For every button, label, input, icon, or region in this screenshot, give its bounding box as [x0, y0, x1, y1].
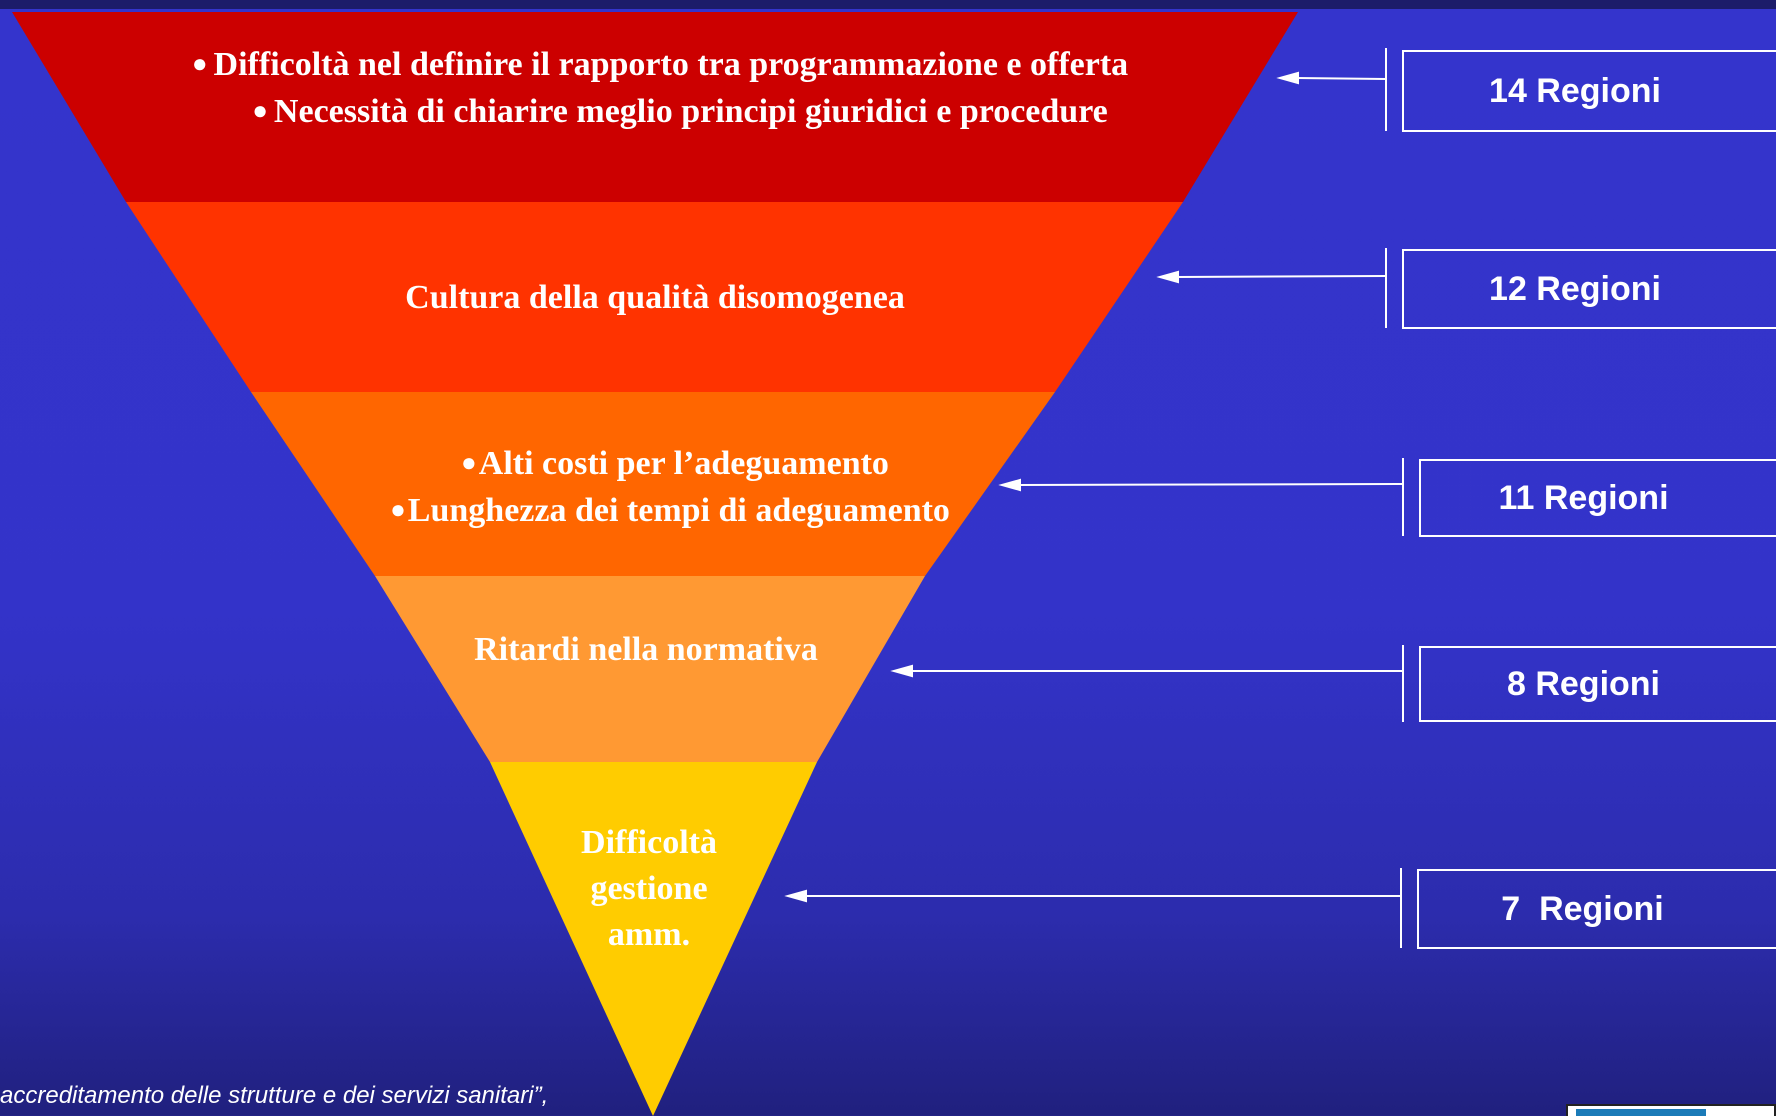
- region-count-label: 12 Regioni: [1489, 269, 1661, 308]
- region-count-11: 11 Regioni: [1419, 459, 1776, 537]
- pyramid-layer-2: [126, 202, 1183, 392]
- pyramid-layer-4: [375, 576, 925, 762]
- layer-5-line-3: amm.: [607, 916, 691, 953]
- arrowhead-2: [1156, 270, 1179, 284]
- region-count-label: 8 Regioni: [1506, 664, 1661, 703]
- layer-2-text: Cultura della qualità disomogenea: [255, 275, 1055, 321]
- pyramid-layer-1: [12, 12, 1298, 202]
- bullet-icon: ●: [191, 49, 208, 78]
- arrowhead-1: [1276, 71, 1299, 85]
- region-count-8: 8 Regioni: [1419, 646, 1776, 722]
- connector-line-3: [1017, 483, 1404, 486]
- layer-5-line-1: Difficoltà: [581, 824, 717, 861]
- layer-4-line-1: Ritardi nella normativa: [474, 631, 818, 668]
- connector-line-1: [1295, 77, 1387, 80]
- layer-2-line-1: Cultura della qualità disomogenea: [405, 279, 905, 316]
- arrowhead-3: [998, 478, 1021, 492]
- layer-1-line-1: ●Difficoltà nel definire il rapporto tra…: [120, 41, 1200, 88]
- bullet-icon: ●: [390, 495, 406, 524]
- region-count-label: 7 Regioni: [1501, 889, 1664, 928]
- arrowhead-4: [890, 664, 913, 678]
- layer-3-line-1: ●Alti costi per l’adeguamento: [330, 440, 1010, 487]
- organization-logo: [1566, 1104, 1776, 1116]
- bullet-icon: ●: [252, 96, 268, 125]
- logo-mark: [1576, 1109, 1706, 1116]
- layer-1-text: ●Difficoltà nel definire il rapporto tra…: [120, 41, 1200, 135]
- layer-1-line-2-text: Necessità di chiarire meglio principi gi…: [273, 93, 1108, 130]
- source-citation: accreditamento delle strutture e dei ser…: [0, 1080, 548, 1112]
- connector-line-2: [1175, 275, 1387, 278]
- layer-5-text: Difficoltà gestione amm.: [549, 820, 749, 958]
- pyramid-layer-5: [490, 762, 817, 1116]
- layer-3-line-2: ●Lunghezza dei tempi di adeguamento: [330, 487, 1010, 534]
- region-count-7: 7 Regioni: [1417, 869, 1776, 949]
- source-citation-line-1: accreditamento delle strutture e dei ser…: [0, 1082, 549, 1109]
- top-border-bar: [0, 0, 1776, 9]
- bullet-icon: ●: [461, 448, 477, 477]
- layer-3-line-2-text: Lunghezza dei tempi di adeguamento: [407, 492, 950, 529]
- region-count-label: 11 Regioni: [1498, 478, 1669, 517]
- layer-1-line-2: ●Necessità di chiarire meglio principi g…: [120, 88, 1200, 135]
- region-count-14: 14 Regioni: [1402, 50, 1776, 132]
- layer-3-line-1-text: Alti costi per l’adeguamento: [478, 445, 889, 482]
- pyramid-layer-3: [251, 392, 1055, 576]
- region-count-label: 14 Regioni: [1489, 71, 1661, 110]
- layer-5-line-2: gestione: [590, 870, 708, 907]
- layer-1-line-1-text: Difficoltà nel definire il rapporto tra …: [213, 46, 1129, 83]
- layer-4-text: Ritardi nella normativa: [396, 627, 896, 673]
- layer-3-text: ●Alti costi per l’adeguamento ●Lunghezza…: [330, 440, 1010, 534]
- region-count-12: 12 Regioni: [1402, 249, 1776, 329]
- arrowhead-5: [784, 889, 807, 903]
